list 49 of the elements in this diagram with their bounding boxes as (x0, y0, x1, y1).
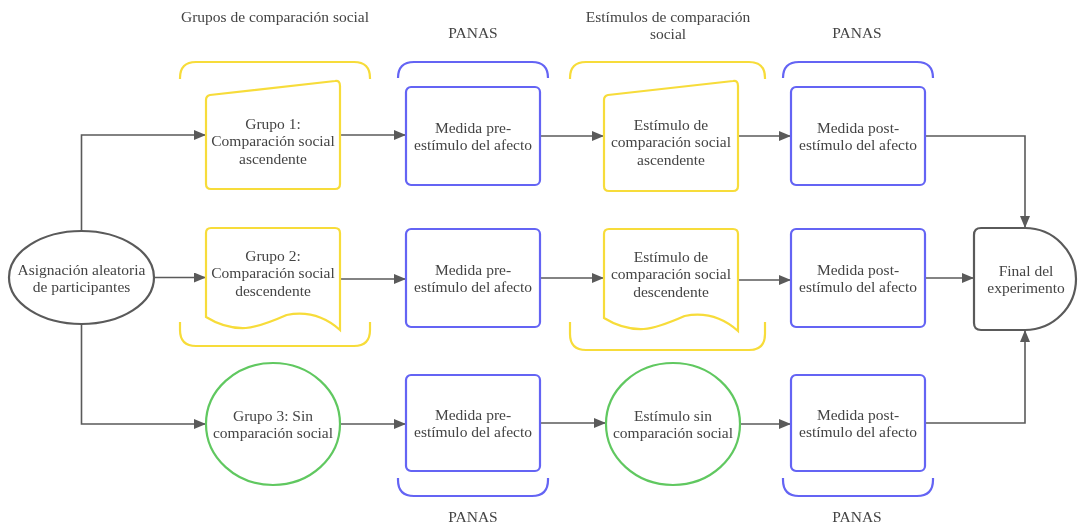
manual-input-shape (603, 80, 739, 192)
arrow (154, 272, 206, 283)
arrow (80, 130, 206, 231)
node-label: Grupo 3: Sin comparación social (211, 406, 335, 442)
process-box (405, 374, 541, 472)
process-circle (605, 362, 741, 486)
arrow (540, 418, 606, 428)
arrow (925, 273, 974, 283)
process-box (790, 374, 926, 472)
arrow (925, 135, 1030, 228)
process-box (790, 228, 926, 328)
end-delay-shape (973, 227, 1077, 331)
arrow (925, 330, 1030, 424)
node-label: Grupo 1: Comparación social ascendente (211, 114, 335, 168)
group-heading: PANAS (832, 508, 882, 526)
process-box (405, 228, 541, 328)
node-label: Medida post-estímulo del afecto (798, 405, 918, 441)
node-label: Medida pre-estímulo del afecto (413, 260, 533, 296)
group-heading: PANAS (832, 24, 882, 42)
group-heading: PANAS (448, 24, 498, 42)
arrow (340, 419, 406, 429)
arrow (540, 273, 604, 283)
document-shape (205, 227, 341, 331)
document-shape (603, 228, 739, 332)
group-heading: Estímulos de comparación social (584, 8, 752, 43)
node-label: Medida post-estímulo del afecto (798, 118, 918, 154)
group-heading: PANAS (448, 508, 498, 526)
process-circle (205, 362, 341, 486)
node-label: Grupo 2: Comparación social descendente (211, 246, 335, 300)
start-ellipse (8, 230, 155, 325)
arrow (740, 419, 791, 429)
node-label: Medida post-estímulo del afecto (798, 260, 918, 296)
arrow (340, 274, 406, 284)
arrow (80, 324, 206, 429)
node-label: Final del experimento (986, 261, 1066, 297)
node-label: Estímulo sin comparación social (611, 406, 735, 442)
arrow (540, 131, 604, 141)
node-label: Estímulo de comparación social ascendente (609, 115, 733, 169)
node-label: Estímulo de comparación social descendente (609, 247, 733, 301)
process-box (405, 86, 541, 186)
node-label: Medida pre-estímulo del afecto (413, 405, 533, 441)
node-label: Medida pre-estímulo del afecto (413, 118, 533, 154)
node-label: Asignación aleatoria de participantes (16, 260, 147, 295)
arrow (738, 275, 791, 285)
group-heading: Grupos de comparación social (180, 8, 370, 26)
manual-input-shape (205, 80, 341, 190)
arrow (738, 131, 791, 141)
arrow (340, 130, 406, 140)
process-box (790, 86, 926, 186)
